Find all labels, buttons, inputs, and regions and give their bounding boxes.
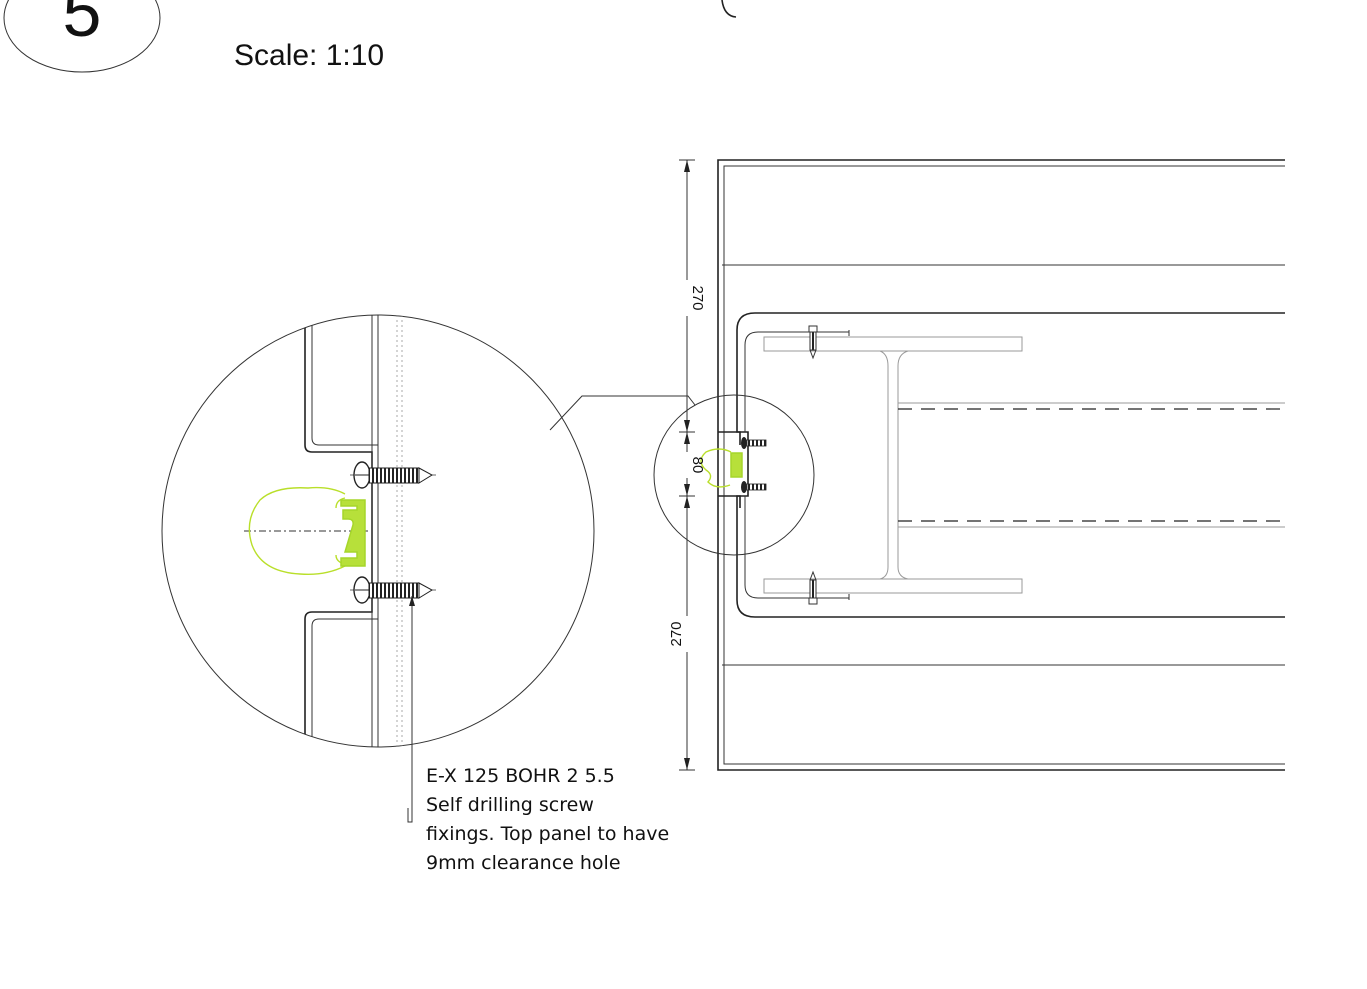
note-line-1: E-X 125 BOHR 2 5.5 bbox=[426, 765, 615, 787]
cladding-channel-outer bbox=[736, 312, 1285, 618]
enlarged-detail bbox=[161, 314, 595, 823]
detail-number-bubble: 5 bbox=[3, 0, 161, 73]
callout-leader bbox=[549, 395, 696, 431]
cladding-channel-inner-bottom bbox=[744, 496, 849, 599]
note-line-3: fixings. Top panel to have bbox=[426, 823, 669, 845]
detail-number: 5 bbox=[63, 0, 102, 51]
small-screw-bottom bbox=[741, 481, 767, 493]
i-beam bbox=[763, 336, 1285, 594]
dimension-middle: 80 bbox=[689, 457, 706, 474]
outer-wall-outline bbox=[717, 159, 1285, 771]
cladding-channel-inner-top bbox=[744, 331, 849, 432]
fixing-screw-bottom bbox=[350, 576, 436, 604]
scale-label: Scale: 1:10 bbox=[234, 39, 384, 72]
flange-screw-top bbox=[808, 325, 818, 360]
panel-profile-inner bbox=[311, 315, 379, 747]
dimension-lower: 270 bbox=[668, 621, 685, 646]
note-line-2: Self drilling screw bbox=[426, 794, 594, 816]
outer-wall-inner-line bbox=[723, 165, 1285, 765]
small-gasket bbox=[700, 448, 732, 488]
dimension-upper: 270 bbox=[689, 285, 706, 310]
callout-joint bbox=[718, 431, 741, 508]
note-leader bbox=[407, 596, 413, 823]
note-line-4: 9mm clearance hole bbox=[426, 852, 621, 874]
main-section bbox=[549, 159, 1285, 771]
dimension-string: 270 80 270 bbox=[668, 159, 706, 771]
fixing-screw-top bbox=[350, 461, 436, 489]
screw-note: E-X 125 BOHR 2 5.5 Self drilling screw f… bbox=[426, 765, 669, 874]
gasket-carrier-channel bbox=[340, 499, 366, 567]
detail-callout-circle bbox=[653, 394, 815, 556]
title-fragment bbox=[721, 0, 737, 18]
gasket-bulb bbox=[248, 486, 346, 576]
small-screw-top bbox=[741, 437, 767, 449]
flange-screw-bottom bbox=[808, 570, 818, 605]
small-channel bbox=[730, 452, 743, 478]
